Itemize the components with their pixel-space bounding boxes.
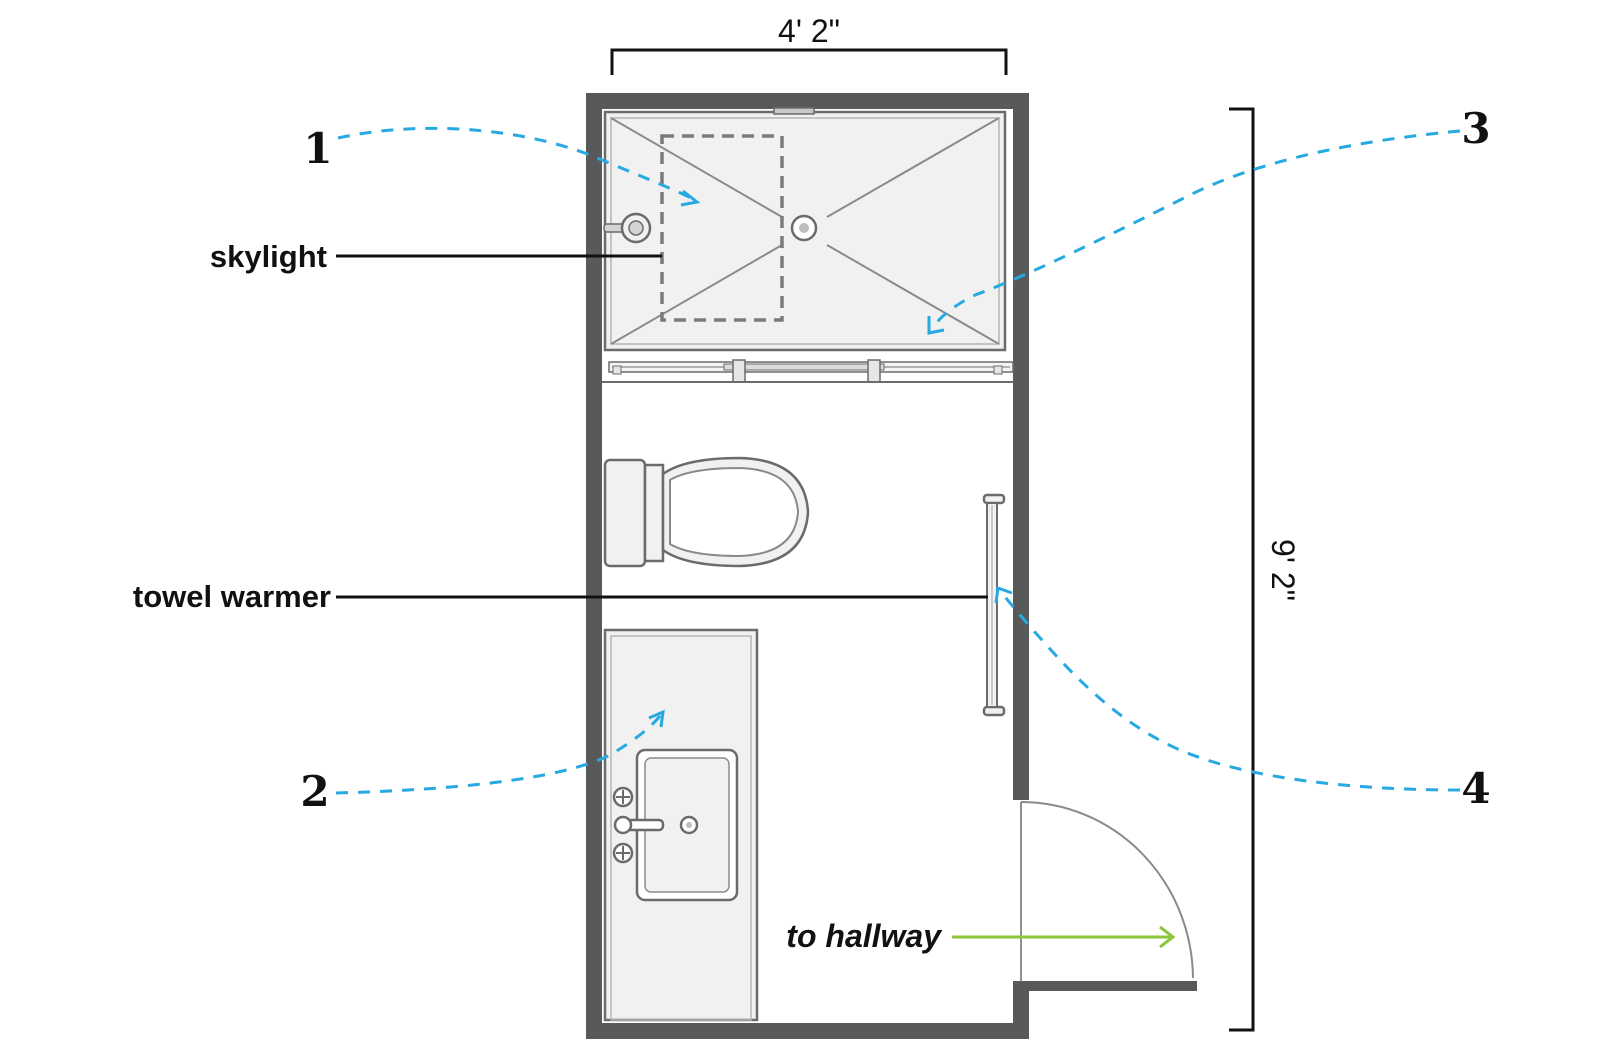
viewpoint-4: 4 [994, 585, 1491, 813]
towel-warmer-callout: towel warmer [133, 579, 988, 614]
width-dimension: 4' 2" [610, 13, 1008, 75]
height-dimension-label: 9' 2" [1265, 539, 1301, 601]
viewpoint-1-number: 1 [303, 124, 332, 173]
viewpoint-2-number: 2 [300, 767, 329, 816]
faucet-icon [612, 786, 665, 864]
viewpoint-3-number: 3 [1461, 104, 1490, 153]
door-swing [1020, 801, 1194, 982]
towel-warmer [982, 493, 1006, 717]
walls [586, 93, 1197, 1039]
shower-glass-door [608, 359, 1014, 383]
viewpoint-1: 1 [303, 124, 701, 207]
hallway-label: to hallway [786, 918, 943, 954]
width-dimension-label: 4' 2" [778, 13, 840, 49]
toilet [603, 456, 810, 568]
skylight-outline [660, 134, 784, 322]
viewpoint-3: 3 [927, 104, 1491, 335]
height-dimension: 9' 2" [1229, 107, 1301, 1032]
hallway-arrow: to hallway [786, 918, 1176, 954]
vanity [603, 628, 759, 1022]
viewpoint-2: 2 [300, 709, 665, 816]
shower [602, 107, 1014, 383]
skylight-callout: skylight [210, 239, 662, 274]
shower-valve-icon [603, 212, 652, 244]
skylight-label: skylight [210, 239, 327, 274]
towel-warmer-label: towel warmer [133, 579, 331, 614]
viewpoint-4-number: 4 [1461, 764, 1490, 813]
